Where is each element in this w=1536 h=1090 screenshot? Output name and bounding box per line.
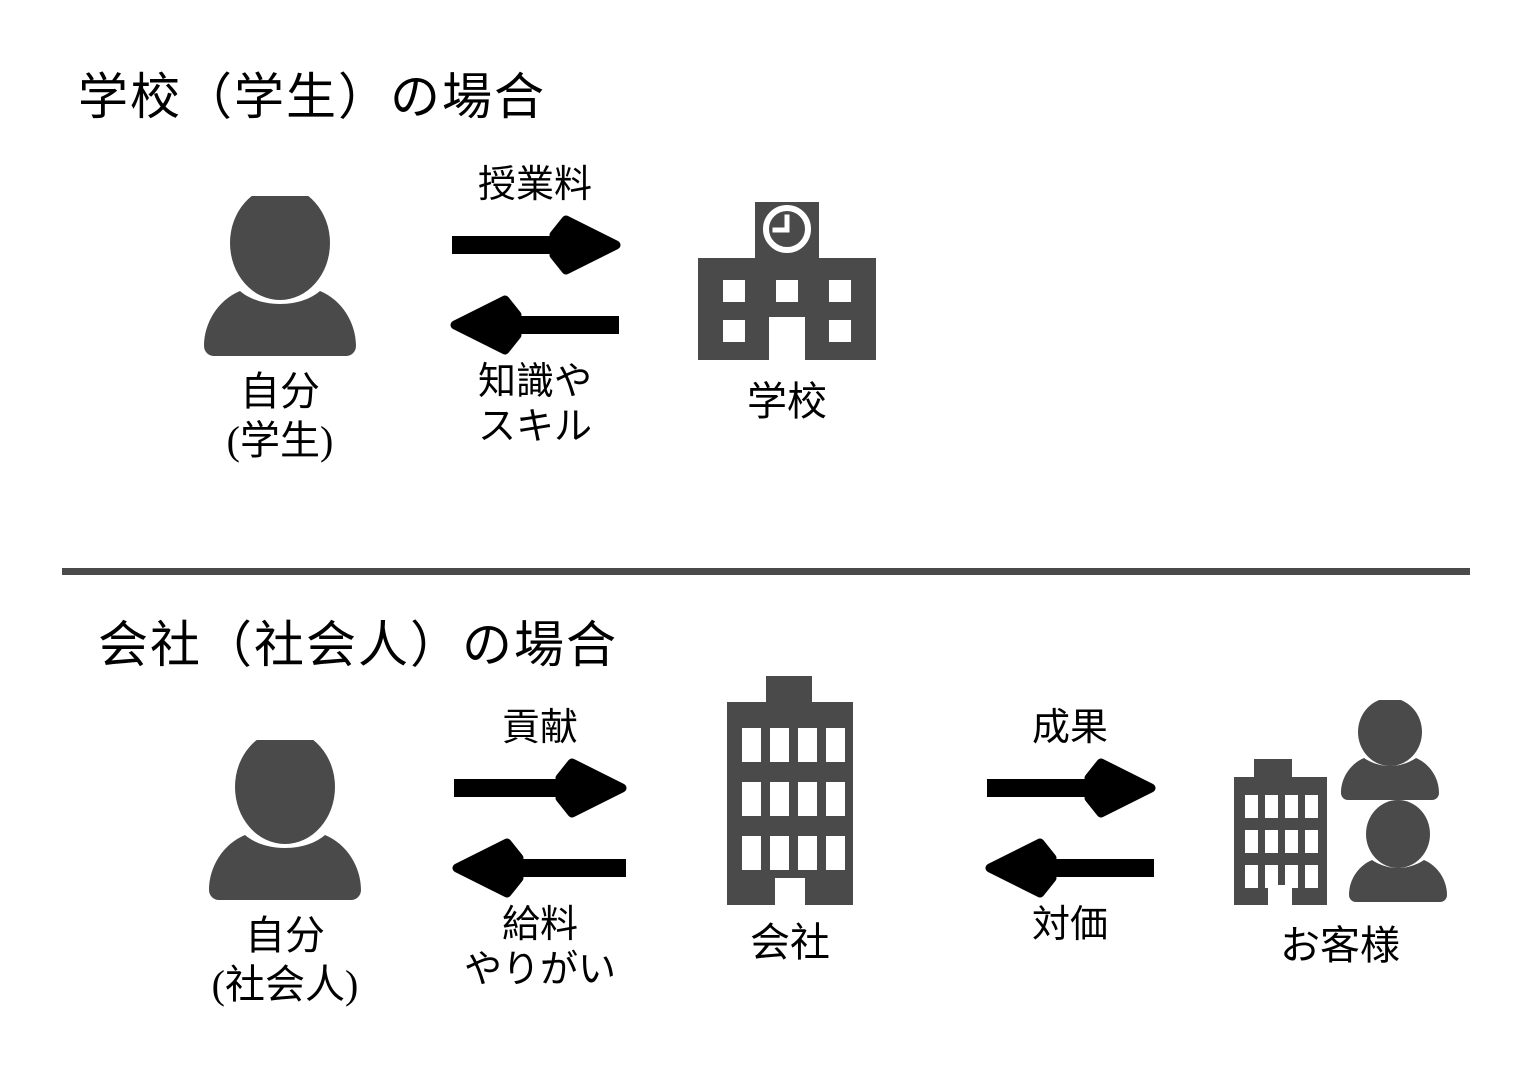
section-title-company: 会社（社会人）の場合 (98, 617, 618, 673)
person-icon (204, 196, 356, 356)
node-company: 会社 (690, 672, 890, 968)
arrow-left-icon (450, 295, 619, 355)
section-divider (62, 568, 1470, 575)
person-icon-wrapper (195, 196, 365, 356)
customer-building-people-icon-wrapper (1220, 700, 1460, 910)
node-self-student: 自分 (学生) (180, 196, 380, 466)
arrow-left-icon (985, 838, 1154, 898)
flow-label-salary-fulfillment: 給料 やりがい (463, 903, 616, 991)
node-label-self-student: 自分 (学生) (226, 369, 334, 463)
flow-label-results: 成果 (1031, 707, 1108, 749)
arrow-left-icon (452, 838, 626, 898)
arrow-right-icon (454, 758, 627, 818)
person-icon (209, 740, 361, 900)
node-self-worker: 自分 (社会人) (185, 740, 385, 1010)
flow-label-contribution: 貢献 (501, 707, 578, 749)
node-customer: お客様 (1215, 700, 1465, 971)
customer-building-people-icon (1234, 700, 1447, 905)
school-building-icon-wrapper (687, 196, 887, 366)
school-building-icon (698, 202, 876, 360)
flow-company-customer: 成果 対価 (955, 706, 1185, 948)
arrow-right-icon (986, 758, 1155, 818)
flow-label-knowledge-skills: 知識や スキル (477, 360, 592, 448)
section-title-school: 学校（学生）の場合 (78, 69, 546, 125)
node-school: 学校 (672, 196, 902, 427)
office-building-icon-wrapper (720, 672, 860, 907)
flow-worker-company: 貢献 給料 やりがい (425, 706, 655, 992)
node-label-school: 学校 (747, 379, 827, 424)
person-icon-wrapper-worker (200, 740, 370, 900)
node-label-customer: お客様 (1280, 923, 1400, 968)
office-building-icon (727, 676, 853, 905)
flow-student-school: 授業料 知識や スキル (420, 163, 650, 449)
arrow-right-icon (451, 215, 620, 275)
flow-label-tuition: 授業料 (477, 164, 592, 206)
node-label-self-worker: 自分 (社会人) (211, 913, 359, 1007)
node-label-company: 会社 (750, 920, 830, 965)
flow-label-compensation: 対価 (1031, 903, 1108, 946)
